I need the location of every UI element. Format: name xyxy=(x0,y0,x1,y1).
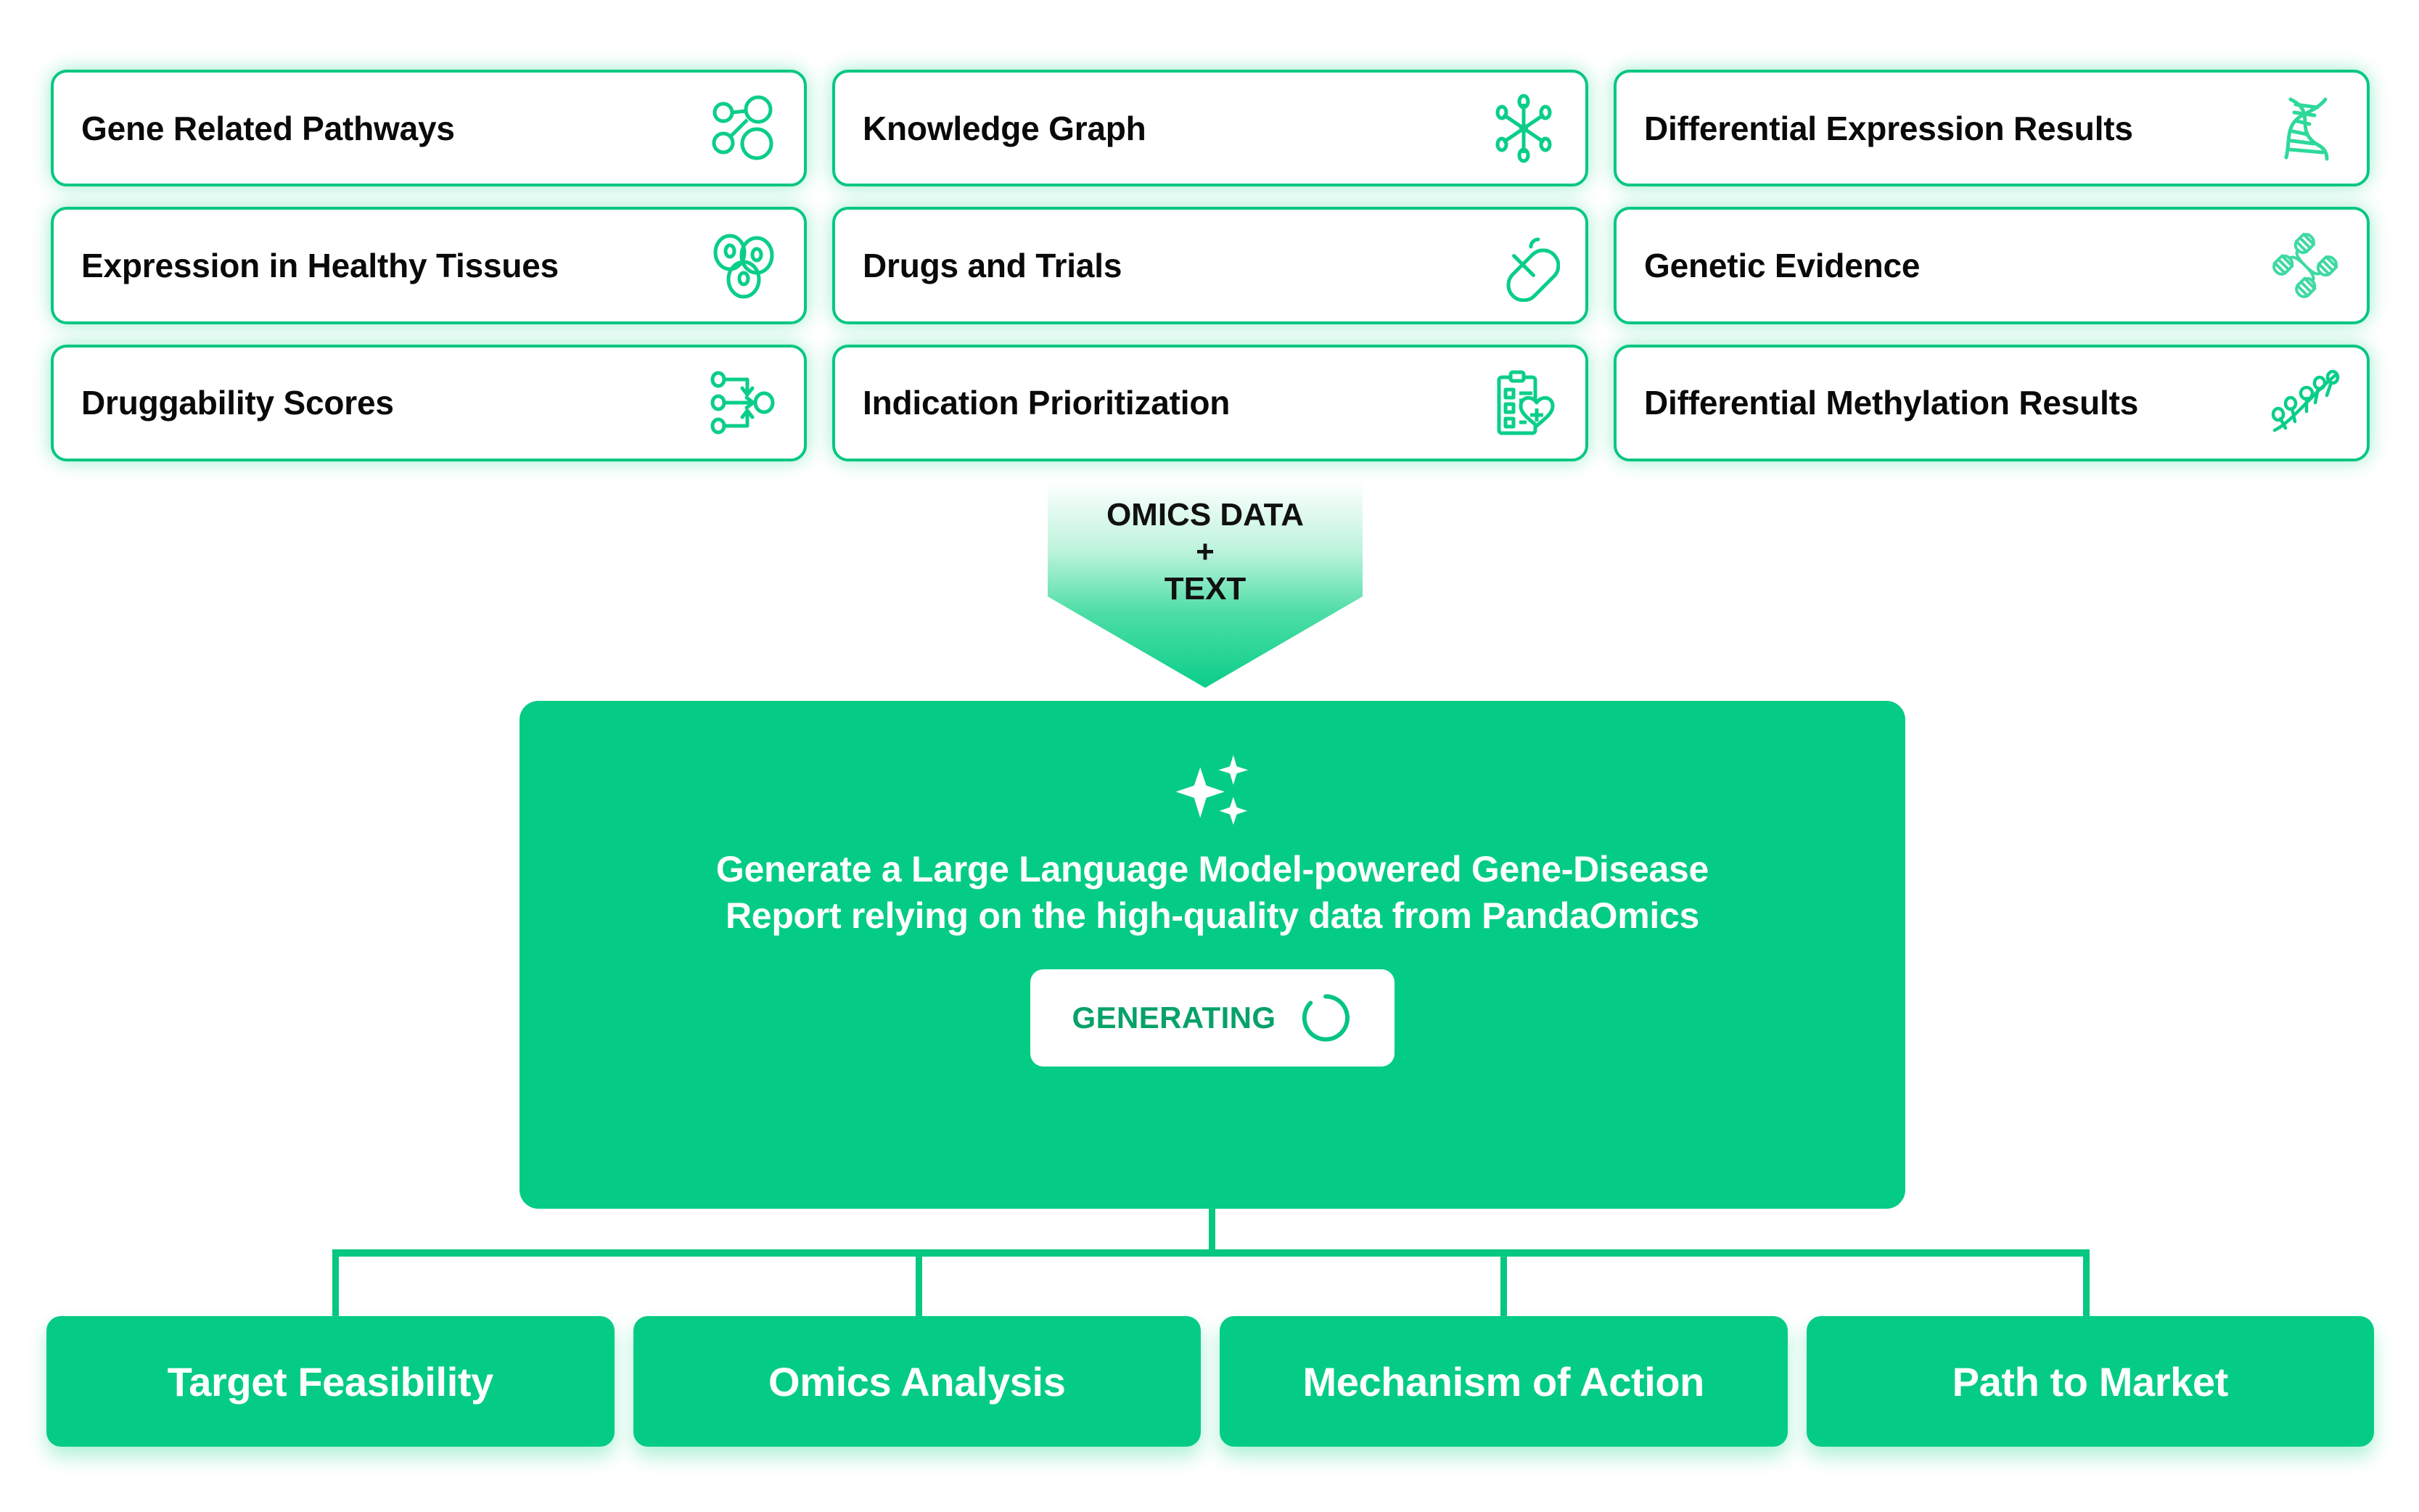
output-card-target-feasibility[interactable]: Target Feasibility xyxy=(46,1316,615,1447)
arrow-line-omics-data: OMICS DATA xyxy=(1106,497,1305,533)
output-card-label: Omics Analysis xyxy=(768,1358,1066,1405)
generating-button-label: GENERATING xyxy=(1072,1001,1276,1035)
connector-drop-mechanism-of-action xyxy=(1500,1249,1507,1331)
output-card-label: Mechanism of Action xyxy=(1302,1358,1705,1405)
convergence-arrows-icon xyxy=(702,363,782,443)
connector-bar xyxy=(332,1249,2090,1257)
source-card-label: Genetic Evidence xyxy=(1644,246,1921,284)
source-card-genetic-evidence[interactable]: Genetic Evidence xyxy=(1614,207,2370,324)
arrow-line-plus: + xyxy=(1196,534,1215,570)
source-card-indication-prioritization[interactable]: Indication Prioritization xyxy=(832,344,1588,461)
source-card-label: Gene Related Pathways xyxy=(81,109,455,147)
dna-helix-icon xyxy=(2265,89,2345,168)
generating-button[interactable]: GENERATING xyxy=(1030,969,1395,1067)
source-card-drugs-and-trials[interactable]: Drugs and Trials xyxy=(832,207,1588,324)
methylation-marks-icon xyxy=(2265,363,2345,443)
source-card-label: Differential Expression Results xyxy=(1644,109,2133,147)
connector-stem xyxy=(1209,1209,1215,1254)
llm-headline-line2: Report relying on the high-quality data … xyxy=(726,895,1699,936)
source-card-label: Knowledge Graph xyxy=(863,109,1146,147)
omics-data-arrow: OMICS DATA + TEXT xyxy=(1048,480,1363,688)
pill-capsule-icon xyxy=(1484,226,1564,305)
report-sections-row: Target Feasibility Omics Analysis Mechan… xyxy=(46,1316,2374,1447)
data-source-grid: Gene Related Pathways Knowledge Graph xyxy=(51,70,2370,461)
source-card-expression-in-healthy-tissues[interactable]: Expression in Healthy Tissues xyxy=(51,207,807,324)
output-card-label: Target Feasibility xyxy=(167,1358,494,1405)
arrow-line-text: TEXT xyxy=(1164,571,1247,607)
source-card-druggability-scores[interactable]: Druggability Scores xyxy=(51,344,807,461)
source-card-label: Drugs and Trials xyxy=(863,246,1122,284)
cells-icon xyxy=(702,226,782,305)
output-card-label: Path to Market xyxy=(1952,1358,2229,1405)
chromosome-icon xyxy=(2265,226,2345,305)
source-card-label: Druggability Scores xyxy=(81,384,394,422)
source-card-label: Differential Methylation Results xyxy=(1644,384,2139,422)
loading-spinner-icon xyxy=(1299,991,1352,1045)
llm-report-panel: Generate a Large Language Model-powered … xyxy=(519,701,1905,1209)
pathway-nodes-icon xyxy=(702,89,782,168)
connector-drop-target-feasibility xyxy=(332,1249,339,1331)
output-card-mechanism-of-action[interactable]: Mechanism of Action xyxy=(1220,1316,1788,1447)
source-card-label: Expression in Healthy Tissues xyxy=(81,246,559,284)
output-card-path-to-market[interactable]: Path to Market xyxy=(1806,1316,2374,1447)
knowledge-graph-icon xyxy=(1484,89,1564,168)
source-card-label: Indication Prioritization xyxy=(863,384,1231,422)
source-card-differential-methylation-results[interactable]: Differential Methylation Results xyxy=(1614,344,2370,461)
source-card-differential-expression-results[interactable]: Differential Expression Results xyxy=(1614,70,2370,187)
source-card-gene-related-pathways[interactable]: Gene Related Pathways xyxy=(51,70,807,187)
llm-headline-line1: Generate a Large Language Model-powered … xyxy=(715,849,1709,889)
connector-drop-omics-analysis xyxy=(916,1249,922,1331)
output-card-omics-analysis[interactable]: Omics Analysis xyxy=(633,1316,1201,1447)
sparkles-icon xyxy=(1169,743,1256,830)
source-card-knowledge-graph[interactable]: Knowledge Graph xyxy=(832,70,1588,187)
connector-drop-path-to-market xyxy=(2083,1249,2090,1331)
clipboard-heart-icon xyxy=(1484,363,1564,443)
llm-headline: Generate a Large Language Model-powered … xyxy=(574,846,1851,939)
